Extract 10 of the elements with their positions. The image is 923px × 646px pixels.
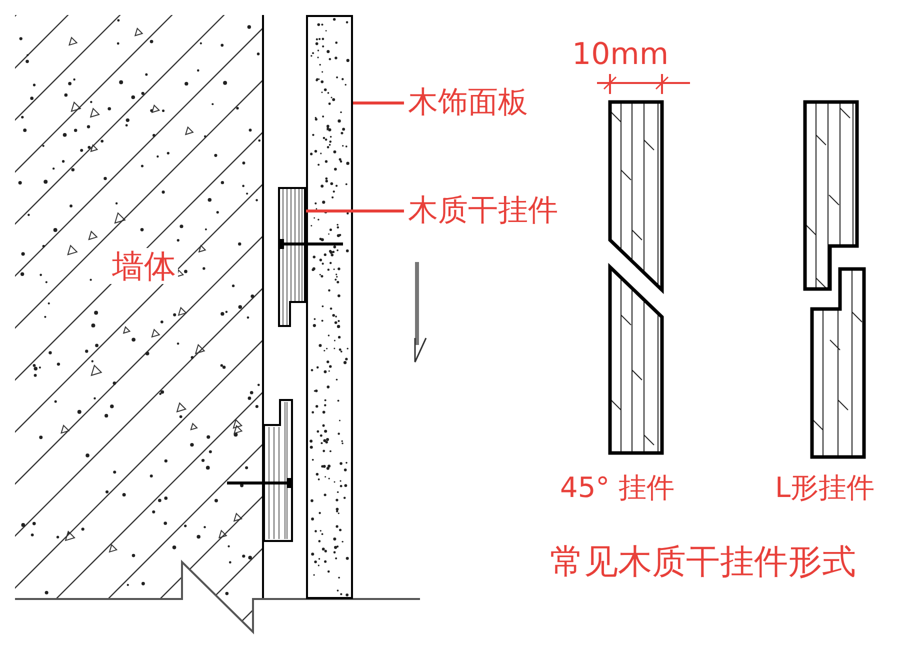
callout-label: 木饰面板 — [408, 88, 528, 118]
wall-label: 墙体 — [110, 248, 178, 284]
caption-label: 45° 挂件 — [560, 474, 675, 502]
leader-line — [306, 210, 404, 212]
caption-label: L形挂件 — [775, 474, 875, 502]
dimension-text: 10mm — [572, 40, 669, 70]
leader-line — [353, 102, 404, 104]
hanger — [278, 187, 306, 327]
title: 常见木质干挂件形式 — [550, 545, 856, 579]
callout-label: 木质干挂件 — [408, 196, 558, 226]
